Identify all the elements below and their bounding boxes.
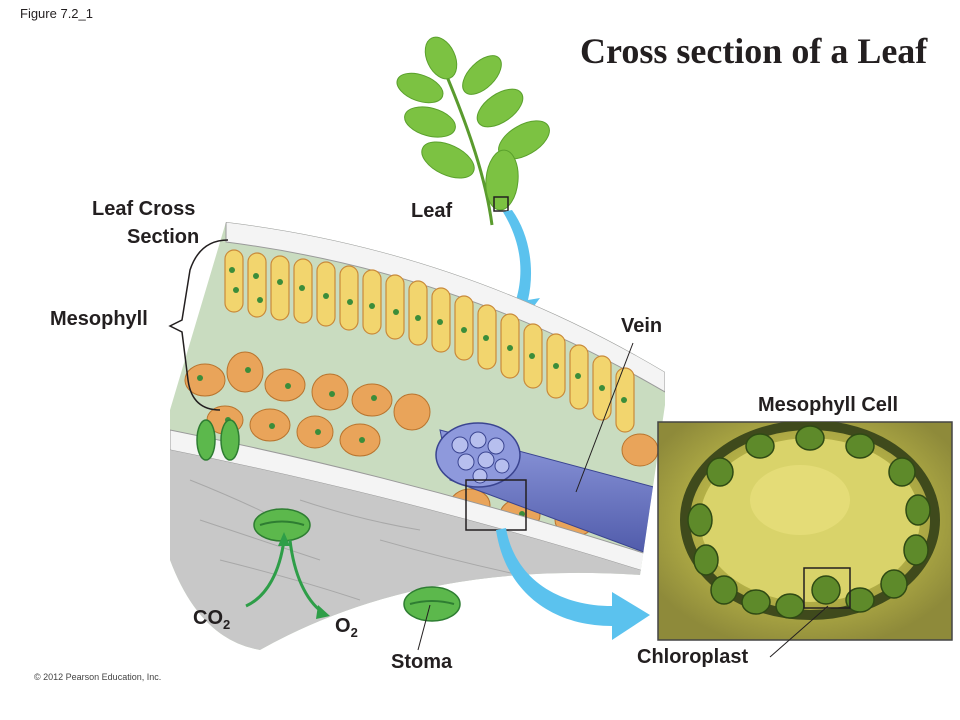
- label-stoma: Stoma: [391, 651, 453, 673]
- label-leaf-cross-section-1: Leaf Cross: [92, 198, 196, 220]
- label-leaf-cross-section-2: Section: [127, 226, 200, 248]
- leaf-sprig-illustration: [396, 36, 550, 226]
- chloroplast-leader: [769, 605, 829, 658]
- label-leaf: Leaf: [411, 200, 453, 222]
- label-mesophyll: Mesophyll: [50, 308, 148, 330]
- co2-arrow: [245, 539, 286, 608]
- mesophyll-cell-photo: [657, 421, 953, 641]
- diagram-title: Cross section of a Leaf: [580, 31, 928, 71]
- leaf-zoom-box: [493, 196, 509, 212]
- label-chloroplast: Chloroplast: [637, 646, 749, 668]
- chloroplast-box: [803, 567, 851, 609]
- mesophyll-brace: [168, 239, 229, 411]
- zoom-arrow-leaf: [503, 210, 540, 325]
- label-mesophyll-cell: Mesophyll Cell: [758, 394, 899, 416]
- zoom-arrow-cell: [496, 528, 650, 640]
- leaf-cross-section: [170, 222, 665, 650]
- label-vein: Vein: [621, 315, 663, 337]
- stoma-lower: [403, 586, 461, 622]
- label-co2: CO2: [193, 607, 231, 632]
- copyright-notice: © 2012 Pearson Education, Inc.: [34, 672, 162, 682]
- vein-leader: [575, 342, 634, 493]
- stoma-upper: [253, 508, 311, 542]
- guard-cells-side: [196, 419, 240, 461]
- o2-arrow: [288, 539, 323, 614]
- vein-bundle: [435, 422, 665, 561]
- label-o2: O2: [335, 615, 358, 640]
- stoma-leader: [417, 604, 431, 651]
- figure-label: Figure 7.2_1: [20, 6, 93, 21]
